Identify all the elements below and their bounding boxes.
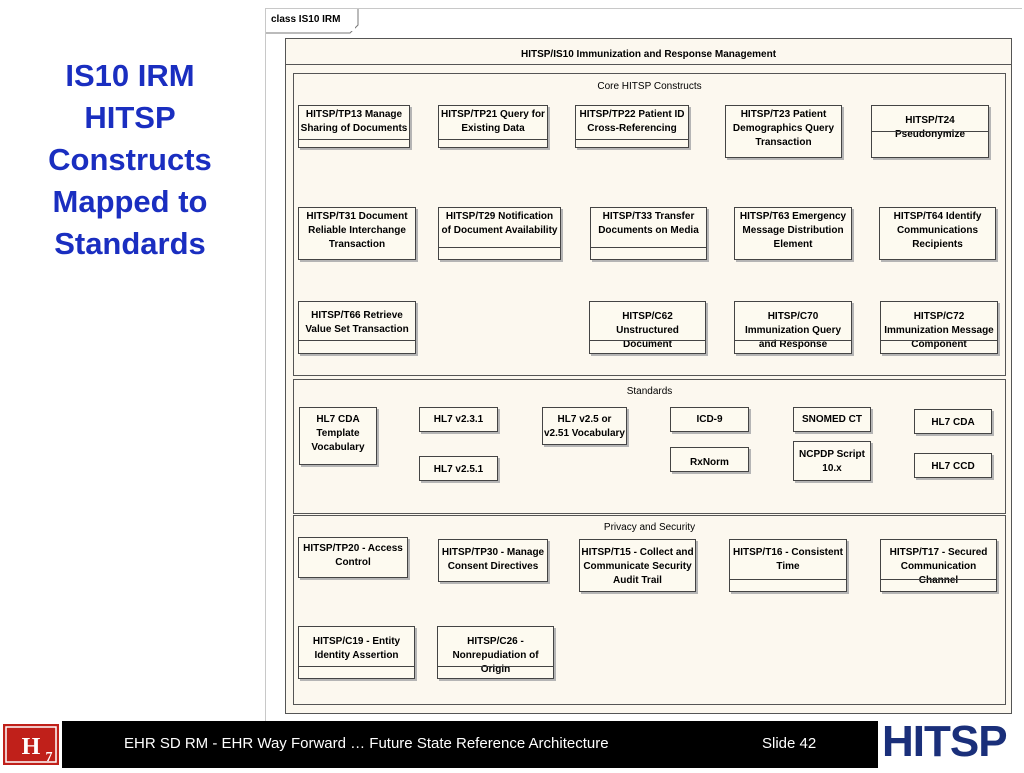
- class-c19-label: HITSP/C19 - Entity Identity Assertion: [312, 636, 401, 661]
- class-c70[interactable]: HITSP/C70 Immunization Query and Respons…: [734, 301, 852, 354]
- class-t15-label: HITSP/T15 - Collect and Communicate Secu…: [581, 547, 694, 586]
- class-hl7-cda-template[interactable]: HL7 CDA Template Vocabulary: [299, 407, 377, 465]
- class-t66[interactable]: HITSP/T66 Retrieve Value Set Transaction: [298, 301, 416, 354]
- class-t29-label: HITSP/T29 Notification of Document Avail…: [441, 211, 558, 236]
- slide-title: IS10 IRM HITSP Constructs Mapped to Stan…: [48, 58, 212, 261]
- class-t64[interactable]: HITSP/T64 Identify Communications Recipi…: [879, 207, 996, 260]
- package-privacy-title: Privacy and Security: [603, 522, 696, 533]
- class-c19[interactable]: HITSP/C19 - Entity Identity Assertion: [298, 626, 415, 679]
- class-t17-label: HITSP/T17 - Secured Communication Channe…: [889, 547, 988, 586]
- class-tp30[interactable]: HITSP/TP30 - Manage Consent Directives: [438, 539, 548, 582]
- class-t31[interactable]: HITSP/T31 Document Reliable Interchange …: [298, 207, 416, 260]
- svg-text:7: 7: [46, 750, 53, 765]
- class-ncpdp[interactable]: NCPDP Script 10.x: [793, 441, 871, 481]
- class-tp21-label: HITSP/TP21 Query for Existing Data: [441, 109, 545, 134]
- class-hl7-cda-template-label: HL7 CDA Template Vocabulary: [311, 414, 365, 453]
- class-tp30-label: HITSP/TP30 - Manage Consent Directives: [441, 547, 545, 572]
- package-core-title: Core HITSP Constructs: [597, 81, 702, 92]
- class-icd9-label: ICD-9: [696, 414, 723, 425]
- class-hl7-cda[interactable]: HL7 CDA: [914, 409, 992, 434]
- slide-footer: EHR SD RM - EHR Way Forward … Future Sta…: [0, 721, 1024, 768]
- class-hl7-v231-label: HL7 v2.3.1: [433, 414, 484, 425]
- class-t63-label: HITSP/T63 Emergency Message Distribution…: [739, 211, 847, 250]
- class-hl7-v25-label: HL7 v2.5 or v2.51 Vocabulary: [544, 414, 625, 439]
- class-tp21[interactable]: HITSP/TP21 Query for Existing Data: [438, 105, 548, 148]
- class-tp22[interactable]: HITSP/TP22 Patient ID Cross-Referencing: [575, 105, 689, 148]
- class-t16-label: HITSP/T16 - Consistent Time: [732, 547, 843, 572]
- class-t31-label: HITSP/T31 Document Reliable Interchange …: [306, 211, 408, 250]
- class-hl7-ccd-label: HL7 CCD: [931, 461, 975, 472]
- svg-text:H: H: [22, 734, 41, 760]
- class-t17[interactable]: HITSP/T17 - Secured Communication Channe…: [880, 539, 997, 592]
- class-tp13-label: HITSP/TP13 Manage Sharing of Documents: [300, 109, 408, 134]
- class-c72-label: HITSP/C72 Immunization Message Component: [884, 311, 994, 350]
- class-snomed-label: SNOMED CT: [802, 414, 862, 425]
- package-standards-title: Standards: [626, 386, 673, 397]
- class-rxnorm-label: RxNorm: [690, 457, 729, 468]
- class-t24[interactable]: HITSP/T24 Pseudonymize: [871, 105, 989, 158]
- class-t63[interactable]: HITSP/T63 Emergency Message Distribution…: [734, 207, 852, 260]
- class-icd9[interactable]: ICD-9: [670, 407, 749, 432]
- class-c62-label: HITSP/C62 Unstructured Document: [616, 311, 679, 350]
- class-hl7-ccd[interactable]: HL7 CCD: [914, 453, 992, 478]
- class-t23-label: HITSP/T23 Patient Demographics Query Tra…: [732, 109, 835, 148]
- class-tp13[interactable]: HITSP/TP13 Manage Sharing of Documents: [298, 105, 410, 148]
- class-tp20[interactable]: HITSP/TP20 - Access Control: [298, 537, 408, 578]
- class-hl7-v231[interactable]: HL7 v2.3.1: [419, 407, 498, 432]
- class-t33-label: HITSP/T33 Transfer Documents on Media: [598, 211, 699, 236]
- class-snomed[interactable]: SNOMED CT: [793, 407, 871, 432]
- class-t29[interactable]: HITSP/T29 Notification of Document Avail…: [438, 207, 561, 260]
- class-c72[interactable]: HITSP/C72 Immunization Message Component: [880, 301, 998, 354]
- uml-class-diagram: class IS10 IRM HITSP/IS10 Immunization a…: [265, 8, 1022, 721]
- class-rxnorm[interactable]: RxNorm: [670, 447, 749, 472]
- class-ncpdp-label: NCPDP Script 10.x: [799, 449, 865, 474]
- class-tp22-label: HITSP/TP22 Patient ID Cross-Referencing: [579, 109, 685, 134]
- footer-text: EHR SD RM - EHR Way Forward … Future Sta…: [124, 735, 609, 752]
- class-hl7-v251-label: HL7 v2.5.1: [433, 464, 484, 475]
- class-c26-label: HITSP/C26 - Nonrepudiation of Origin: [452, 636, 539, 675]
- class-t64-label: HITSP/T64 Identify Communications Recipi…: [893, 211, 982, 250]
- slide-number: Slide 42: [762, 735, 817, 752]
- class-t23[interactable]: HITSP/T23 Patient Demographics Query Tra…: [725, 105, 842, 158]
- hl7-logo: H 7: [0, 721, 62, 768]
- class-tp20-label: HITSP/TP20 - Access Control: [303, 543, 403, 568]
- class-t24-label: HITSP/T24 Pseudonymize: [894, 115, 966, 140]
- hitsp-logo-text: HITSP: [882, 717, 1008, 766]
- class-c62[interactable]: HITSP/C62 Unstructured Document: [589, 301, 706, 354]
- class-t66-label: HITSP/T66 Retrieve Value Set Transaction: [305, 310, 409, 335]
- class-hl7-v251[interactable]: HL7 v2.5.1: [419, 456, 498, 481]
- class-t15[interactable]: HITSP/T15 - Collect and Communicate Secu…: [579, 539, 696, 592]
- class-hl7-cda-label: HL7 CDA: [931, 417, 975, 428]
- diagram-tab-label: class IS10 IRM: [266, 9, 355, 31]
- class-t16[interactable]: HITSP/T16 - Consistent Time: [729, 539, 847, 592]
- class-c70-label: HITSP/C70 Immunization Query and Respons…: [744, 311, 842, 350]
- package-is10-title: HITSP/IS10 Immunization and Response Man…: [520, 49, 777, 60]
- class-c26[interactable]: HITSP/C26 - Nonrepudiation of Origin: [437, 626, 554, 679]
- class-hl7-v25[interactable]: HL7 v2.5 or v2.51 Vocabulary: [542, 407, 627, 445]
- hitsp-logo: HITSP: [878, 717, 1024, 768]
- package-standards: Standards: [293, 379, 1006, 514]
- class-t33[interactable]: HITSP/T33 Transfer Documents on Media: [590, 207, 707, 260]
